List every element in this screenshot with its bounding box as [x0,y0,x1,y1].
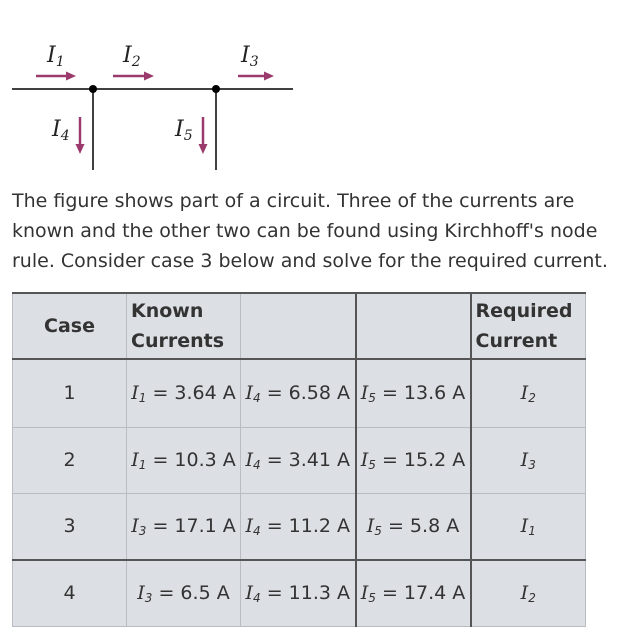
known-current: I4 = 11.3 A [240,559,356,627]
arrow-i4 [75,117,85,154]
known-current: I4 = 11.2 A [240,492,356,561]
known-current: I4 = 6.58 A [240,358,356,428]
label-i5: I5 [174,117,193,144]
known-current: I5 = 15.2 A [354,426,471,494]
header-empty-2 [354,292,471,360]
required-current: I2 [469,358,586,428]
known-current: I5 = 13.6 A [354,358,471,428]
required-current: I3 [469,426,586,494]
header-case: Case [12,292,127,360]
known-current: I3 = 6.5 A [126,559,241,627]
arrow-i2 [113,71,154,81]
known-current: I5 = 5.8 A [354,492,471,561]
case-number: 3 [12,492,127,561]
node-right [212,85,220,93]
label-i4: I4 [51,117,70,144]
known-current: I1 = 10.3 A [126,426,241,494]
header-required: Required Current [469,292,586,360]
arrow-i3 [238,71,274,81]
case-number: 1 [12,358,127,428]
circuit-figure: I1 I2 I3 I4 I5 [12,43,293,170]
case-number: 4 [12,559,127,627]
arrow-i1 [36,71,76,81]
required-current: I2 [469,559,586,627]
label-i1: I1 [46,43,65,70]
problem-description: The figure shows part of a circuit. Thre… [12,190,608,272]
label-i3: I3 [240,43,259,70]
required-current: I1 [469,492,586,561]
label-i2: I2 [122,43,141,70]
header-known: Known Currents [126,292,241,360]
header-empty-1 [240,292,356,360]
table-header-row: Case Known Currents Required Current [12,292,586,360]
known-current: I5 = 17.4 A [354,559,471,627]
case-number: 2 [12,426,127,494]
known-current: I1 = 3.64 A [126,358,241,428]
node-left [89,85,97,93]
known-current: I3 = 17.1 A [126,492,241,561]
known-current: I4 = 3.41 A [240,426,356,494]
arrow-i5 [198,117,208,154]
